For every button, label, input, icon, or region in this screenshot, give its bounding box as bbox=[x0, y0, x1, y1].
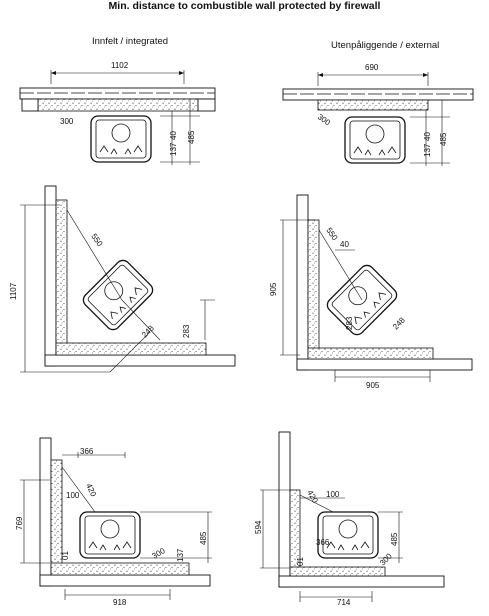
dim-label: 40 bbox=[169, 131, 178, 140]
dim-label: 420 bbox=[84, 482, 98, 498]
firewall bbox=[55, 199, 68, 356]
panel-external-straight bbox=[282, 72, 474, 166]
dim-label: 485 bbox=[199, 531, 208, 545]
dim-label: 1107 bbox=[9, 282, 18, 300]
dim-label: 40 bbox=[423, 132, 432, 141]
dim-label: 100 bbox=[66, 491, 80, 500]
dim-label: 137 bbox=[423, 143, 432, 157]
dim-label: 137 bbox=[176, 548, 185, 562]
panel-external-near-corner bbox=[260, 431, 445, 602]
dim-label: 1102 bbox=[111, 61, 129, 70]
dim-label: 420 bbox=[305, 489, 320, 506]
dim-label: 100 bbox=[326, 490, 340, 499]
dim-label: 550 bbox=[89, 232, 104, 249]
dim-label: 283 bbox=[182, 324, 191, 338]
dim-label: 905 bbox=[366, 381, 380, 390]
dim-label: 366 bbox=[80, 447, 94, 456]
dim-label: 01 bbox=[296, 557, 305, 566]
dim-label: 248 bbox=[140, 323, 156, 339]
stove-icon bbox=[79, 511, 141, 559]
dim-label: 485 bbox=[390, 532, 399, 546]
dim-label: 550 bbox=[324, 226, 339, 243]
dim-label: 485 bbox=[187, 130, 196, 144]
dim-label: 690 bbox=[365, 63, 379, 72]
dim-label: 283 bbox=[345, 316, 354, 330]
firewall bbox=[37, 98, 199, 112]
stove-icon bbox=[79, 256, 157, 334]
page-title: Min. distance to combustible wall protec… bbox=[108, 0, 381, 12]
dim-label: 714 bbox=[337, 598, 351, 607]
firewall bbox=[307, 219, 320, 360]
stove-icon bbox=[90, 115, 152, 163]
stove-icon bbox=[344, 116, 406, 164]
dim-label: 300 bbox=[316, 112, 333, 127]
panel-integrated-corner bbox=[20, 185, 236, 373]
dim-label: 366 bbox=[316, 538, 330, 547]
column-heading-external: Utenpåliggende / external bbox=[331, 40, 440, 51]
dim-label: 300 bbox=[151, 546, 168, 561]
panel-external-corner bbox=[280, 194, 473, 382]
dim-label: 905 bbox=[269, 282, 278, 296]
panel-integrated-near-corner bbox=[20, 437, 212, 600]
column-heading-integrated: Innfelt / integrated bbox=[92, 36, 169, 47]
firewall bbox=[317, 99, 429, 111]
dim-label: 769 bbox=[15, 516, 24, 530]
dim-label: 594 bbox=[254, 520, 263, 534]
stove-icon bbox=[317, 511, 379, 559]
panel-integrated-straight bbox=[19, 70, 216, 165]
dim-label: 248 bbox=[391, 315, 407, 331]
dim-label: 485 bbox=[439, 132, 448, 146]
dim-label: 300 bbox=[378, 551, 394, 567]
dim-label: 918 bbox=[113, 598, 127, 607]
dim-label: 300 bbox=[60, 117, 74, 126]
dim-label: 40 bbox=[340, 240, 349, 249]
dim-label: 01 bbox=[61, 551, 70, 560]
dim-label: 137 bbox=[169, 142, 178, 156]
